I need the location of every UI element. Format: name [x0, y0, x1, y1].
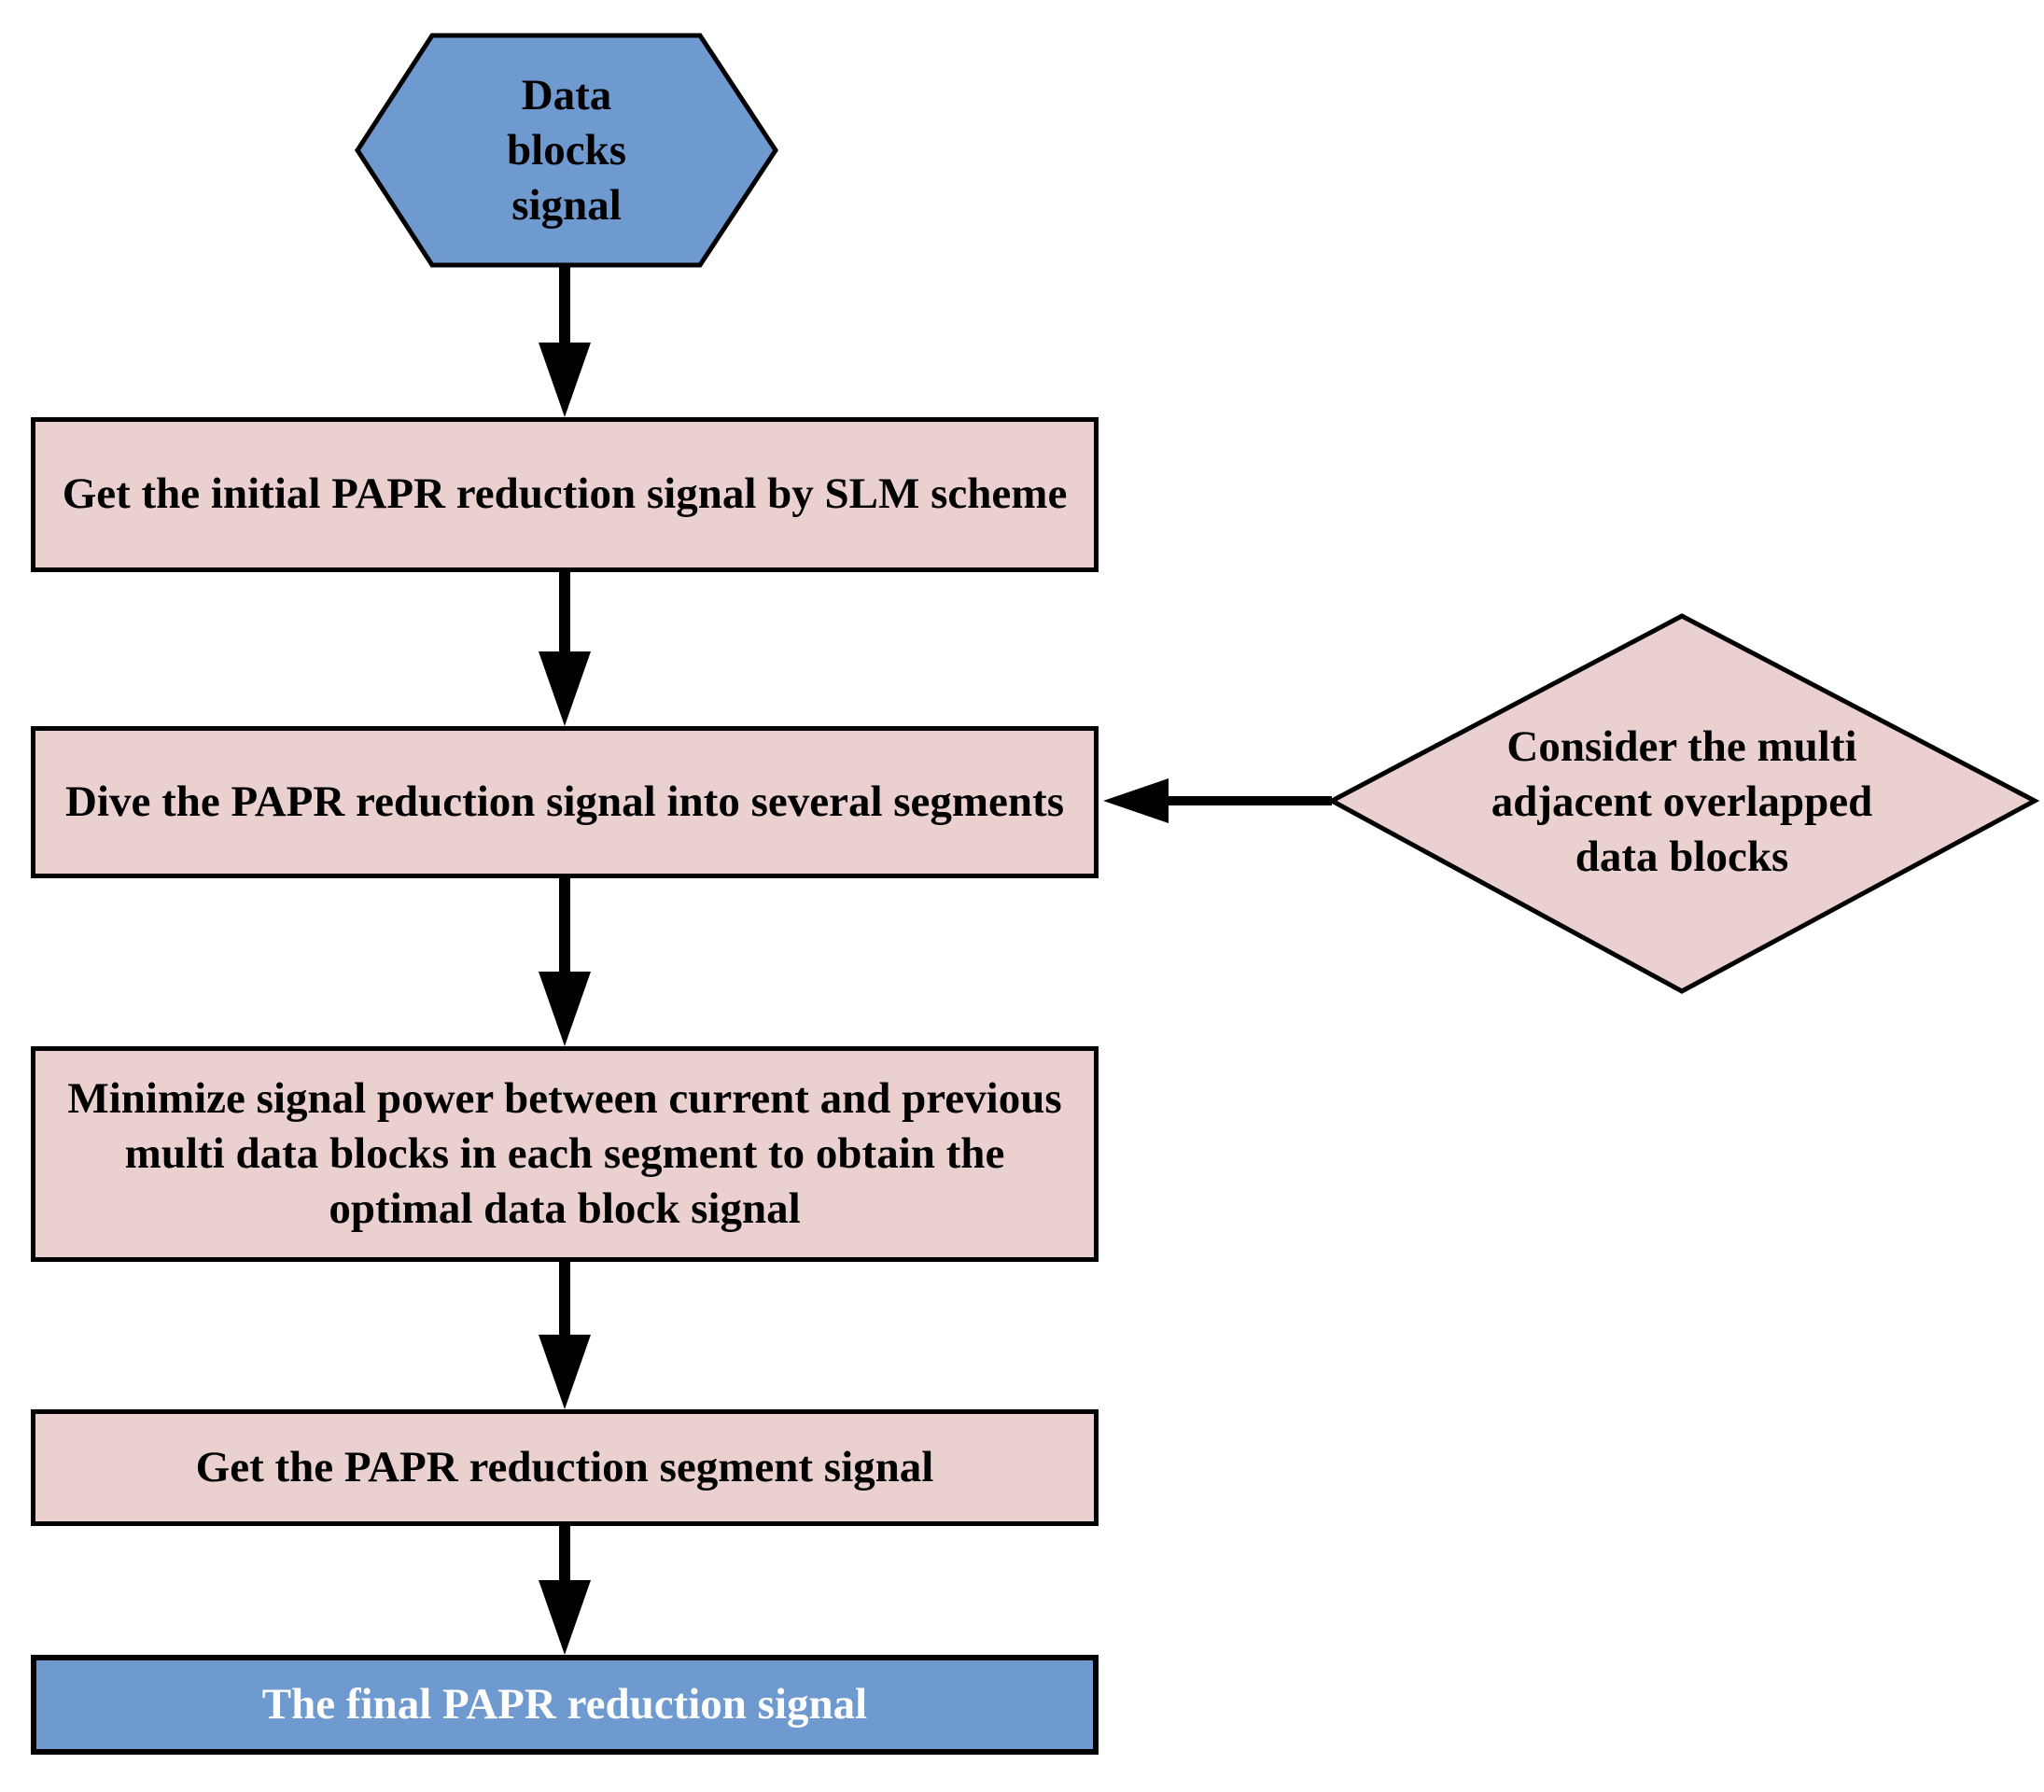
terminal-box-final-label: The final PAPR reduction signal: [261, 1679, 868, 1729]
arrow-divide-to-minimize: [539, 878, 591, 1046]
arrow-shaft: [559, 265, 570, 349]
arrow-minimize-to-segment: [539, 1262, 591, 1409]
process-box-minimize-label: Minimize signal power between current an…: [67, 1073, 1062, 1234]
arrow-shaft: [559, 572, 570, 658]
terminal-box-final: The final PAPR reduction signal: [31, 1655, 1099, 1755]
decision-line1: Consider the multi: [1506, 722, 1857, 771]
start-hexagon-line2: blocks: [507, 125, 626, 175]
process-box-segment: Get the PAPR reduction segment signal: [31, 1409, 1099, 1526]
process-box-segment-label: Get the PAPR reduction segment signal: [195, 1442, 934, 1491]
process-box-divide: Dive the PAPR reduction signal into seve…: [31, 726, 1099, 878]
arrow-segment-to-final: [539, 1526, 591, 1655]
process-box-minimize: Minimize signal power between current an…: [31, 1046, 1099, 1262]
decision-diamond-shape: [1326, 613, 2040, 994]
start-hexagon-shape: [355, 33, 778, 268]
process-box-slm: Get the initial PAPR reduction signal by…: [31, 417, 1099, 572]
decision-line3: data blocks: [1575, 832, 1789, 881]
arrow-shaft: [559, 878, 570, 978]
arrow-shaft: [559, 1526, 570, 1587]
arrow-slm-to-divide: [539, 572, 591, 726]
arrow-head-down-icon: [539, 651, 591, 726]
arrow-shaft: [1166, 796, 1332, 805]
start-hexagon-line1: Data: [521, 71, 612, 119]
arrow-shaft: [559, 1262, 570, 1341]
arrow-head-left-icon: [1103, 778, 1169, 823]
arrow-decision-to-divide: [1103, 778, 1332, 823]
start-hexagon-label: Data blocks signal: [357, 68, 776, 232]
arrow-head-down-icon: [539, 1335, 591, 1409]
arrow-head-down-icon: [539, 1580, 591, 1655]
process-box-slm-label: Get the initial PAPR reduction signal by…: [62, 469, 1068, 519]
decision-diamond-label: Consider the multi adjacent overlapped d…: [1383, 720, 1981, 884]
arrow-start-to-slm: [539, 265, 591, 417]
decision-line2: adjacent overlapped: [1491, 777, 1873, 826]
start-hexagon-line3: signal: [511, 180, 622, 230]
process-box-divide-label: Dive the PAPR reduction signal into seve…: [64, 777, 1064, 826]
arrow-head-down-icon: [539, 343, 591, 417]
arrow-head-down-icon: [539, 972, 591, 1046]
